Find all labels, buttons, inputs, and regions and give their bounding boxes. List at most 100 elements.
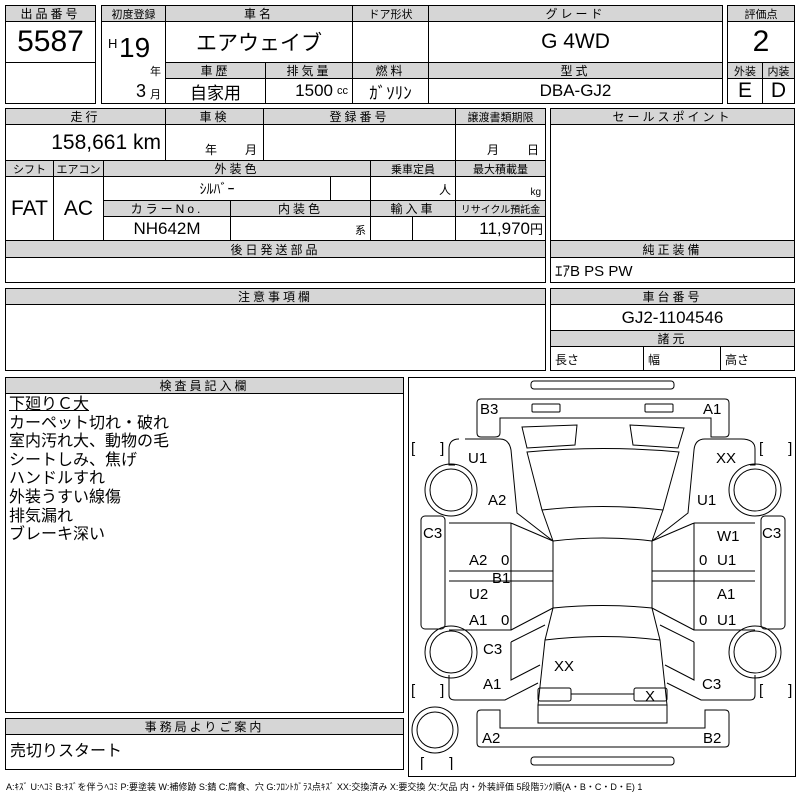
tail-light-left bbox=[537, 687, 572, 702]
zero-mark: 0 bbox=[699, 612, 707, 629]
mark: A1 bbox=[483, 676, 501, 693]
capacity-unit: 人 bbox=[370, 176, 456, 201]
zero-mark: 0 bbox=[699, 552, 707, 569]
exterior-color-value: ｼﾙﾊﾞｰ bbox=[103, 176, 331, 201]
mark: A2 bbox=[488, 492, 506, 509]
aircon-value: AC bbox=[53, 176, 104, 241]
month-unit: 月 bbox=[150, 89, 161, 101]
car-name-label: 車名 bbox=[165, 5, 353, 22]
shift-label: シフト bbox=[5, 160, 54, 177]
capacity-label: 乗車定員 bbox=[370, 160, 456, 177]
aircon-label: エアコン bbox=[53, 160, 104, 177]
door-type-label: ドア形状 bbox=[352, 5, 429, 22]
rear-bumper bbox=[476, 709, 730, 748]
specs-label: 諸元 bbox=[550, 330, 795, 347]
registration-no-value bbox=[263, 124, 456, 161]
mark: U1 bbox=[697, 492, 716, 509]
transfer-deadline-label: 譲渡書類期限 bbox=[455, 108, 546, 125]
note-line: シートしみ、焦げ bbox=[9, 451, 138, 469]
note-line: 室内汚れ大、動物の毛 bbox=[9, 433, 170, 451]
damage-marks: B3 A1 U1 XX A2 U1 C3 W1 C3 A2 U1 B1 U2 A… bbox=[411, 401, 792, 770]
headlights bbox=[521, 424, 685, 449]
score-label: 評価点 bbox=[727, 5, 795, 22]
sales-points-label: セールスポイント bbox=[550, 108, 795, 125]
imported-cell-1 bbox=[370, 216, 413, 241]
inspection-year-unit: 年 bbox=[204, 143, 217, 157]
max-load-label: 最大積載量 bbox=[455, 160, 546, 177]
spec-length: 長さ bbox=[550, 346, 644, 371]
mark: C3 bbox=[483, 641, 502, 658]
mark: C3 bbox=[702, 676, 721, 693]
windshield bbox=[526, 448, 680, 511]
bracket: [ ] bbox=[759, 682, 792, 699]
lot-label: 出品番号 bbox=[5, 5, 96, 22]
bracket: [ ] bbox=[411, 682, 444, 699]
displacement-value: 1500 bbox=[295, 81, 333, 100]
model-code-label: 型式 bbox=[428, 62, 723, 79]
history-label: 車歴 bbox=[165, 62, 266, 79]
note-line: 下廻りＣ大 bbox=[9, 396, 90, 413]
right-skirt bbox=[760, 515, 786, 630]
mark: U1 bbox=[468, 450, 487, 467]
registration-no-label: 登録番号 bbox=[263, 108, 456, 125]
car-damage-diagram: B3 A1 U1 XX A2 U1 C3 W1 C3 A2 U1 B1 U2 A… bbox=[411, 380, 792, 770]
zero-mark: 0 bbox=[501, 612, 509, 629]
front-light-right bbox=[644, 403, 674, 413]
mileage-value: 158,661 km bbox=[5, 124, 166, 161]
imported-label: 輸入車 bbox=[370, 200, 456, 217]
mark: A1 bbox=[703, 401, 721, 418]
sales-points-body bbox=[550, 124, 795, 241]
spec-height: 高さ bbox=[720, 346, 795, 371]
mark: X bbox=[645, 688, 655, 705]
chassis-value: GJ2-1104546 bbox=[550, 304, 795, 331]
registration-month: 3 bbox=[135, 81, 146, 101]
mark: B2 bbox=[703, 730, 721, 747]
displacement-label: 排気量 bbox=[265, 62, 353, 79]
wheels bbox=[411, 463, 782, 754]
front-bar bbox=[530, 380, 675, 390]
caution-body bbox=[5, 304, 546, 371]
mark: B1 bbox=[492, 570, 510, 587]
color-no-value: NH642M bbox=[103, 216, 231, 241]
year-unit: 年 bbox=[150, 66, 161, 78]
fuel-label: 燃料 bbox=[352, 62, 429, 79]
fuel-value: ｶﾞｿﾘﾝ bbox=[352, 78, 429, 104]
note-line: 外装うすい線傷 bbox=[9, 488, 122, 506]
left-rear-fender bbox=[448, 624, 546, 701]
front-bumper bbox=[476, 398, 730, 438]
lot-number: 5587 bbox=[5, 21, 96, 63]
mark: U1 bbox=[717, 612, 736, 629]
left-doors bbox=[449, 522, 554, 631]
exterior-score-label: 外装 bbox=[727, 62, 763, 79]
recycle-fee-label: リサイクル預託金 bbox=[455, 200, 546, 217]
interior-score: D bbox=[762, 78, 795, 104]
displacement-cell: 1500 cc bbox=[265, 78, 353, 104]
transfer-deadline-cell: 月 日 bbox=[455, 124, 546, 161]
grade-label: グレード bbox=[428, 5, 723, 22]
rear-bar bbox=[530, 756, 675, 766]
note-line: ブレーキ深い bbox=[9, 526, 106, 544]
mark: W1 bbox=[717, 528, 740, 545]
equipment-value: ｴｱB PS PW bbox=[550, 257, 795, 283]
recycle-fee-cell: 11,970 円 bbox=[455, 216, 546, 241]
left-front-fender bbox=[448, 438, 554, 542]
exterior-score: E bbox=[727, 78, 763, 104]
max-load-unit: kg bbox=[455, 176, 546, 201]
note-line: カーペット切れ・破れ bbox=[9, 414, 170, 432]
mark: A2 bbox=[482, 730, 500, 747]
imported-cell-2 bbox=[412, 216, 456, 241]
legend: A:ｷｽﾞ U:ﾍｺﾐ B:ｷｽﾞを伴うﾍｺﾐ P:要塗装 W:補修跡 S:錆 … bbox=[6, 782, 643, 792]
first-registration-label: 初度登録 bbox=[101, 5, 166, 22]
zero-mark: 0 bbox=[501, 552, 509, 569]
inspector-body bbox=[5, 393, 404, 713]
mileage-label: 走行 bbox=[5, 108, 166, 125]
mark: U1 bbox=[717, 552, 736, 569]
hood bbox=[541, 509, 664, 542]
mark: B3 bbox=[480, 401, 498, 418]
right-rear-fender bbox=[659, 624, 756, 701]
mark: XX bbox=[716, 450, 736, 467]
mark: A1 bbox=[469, 612, 487, 629]
car-name: エアウェイブ bbox=[165, 21, 353, 63]
bracket: [ ] bbox=[759, 440, 792, 457]
grade-value: G 4WD bbox=[428, 21, 723, 63]
